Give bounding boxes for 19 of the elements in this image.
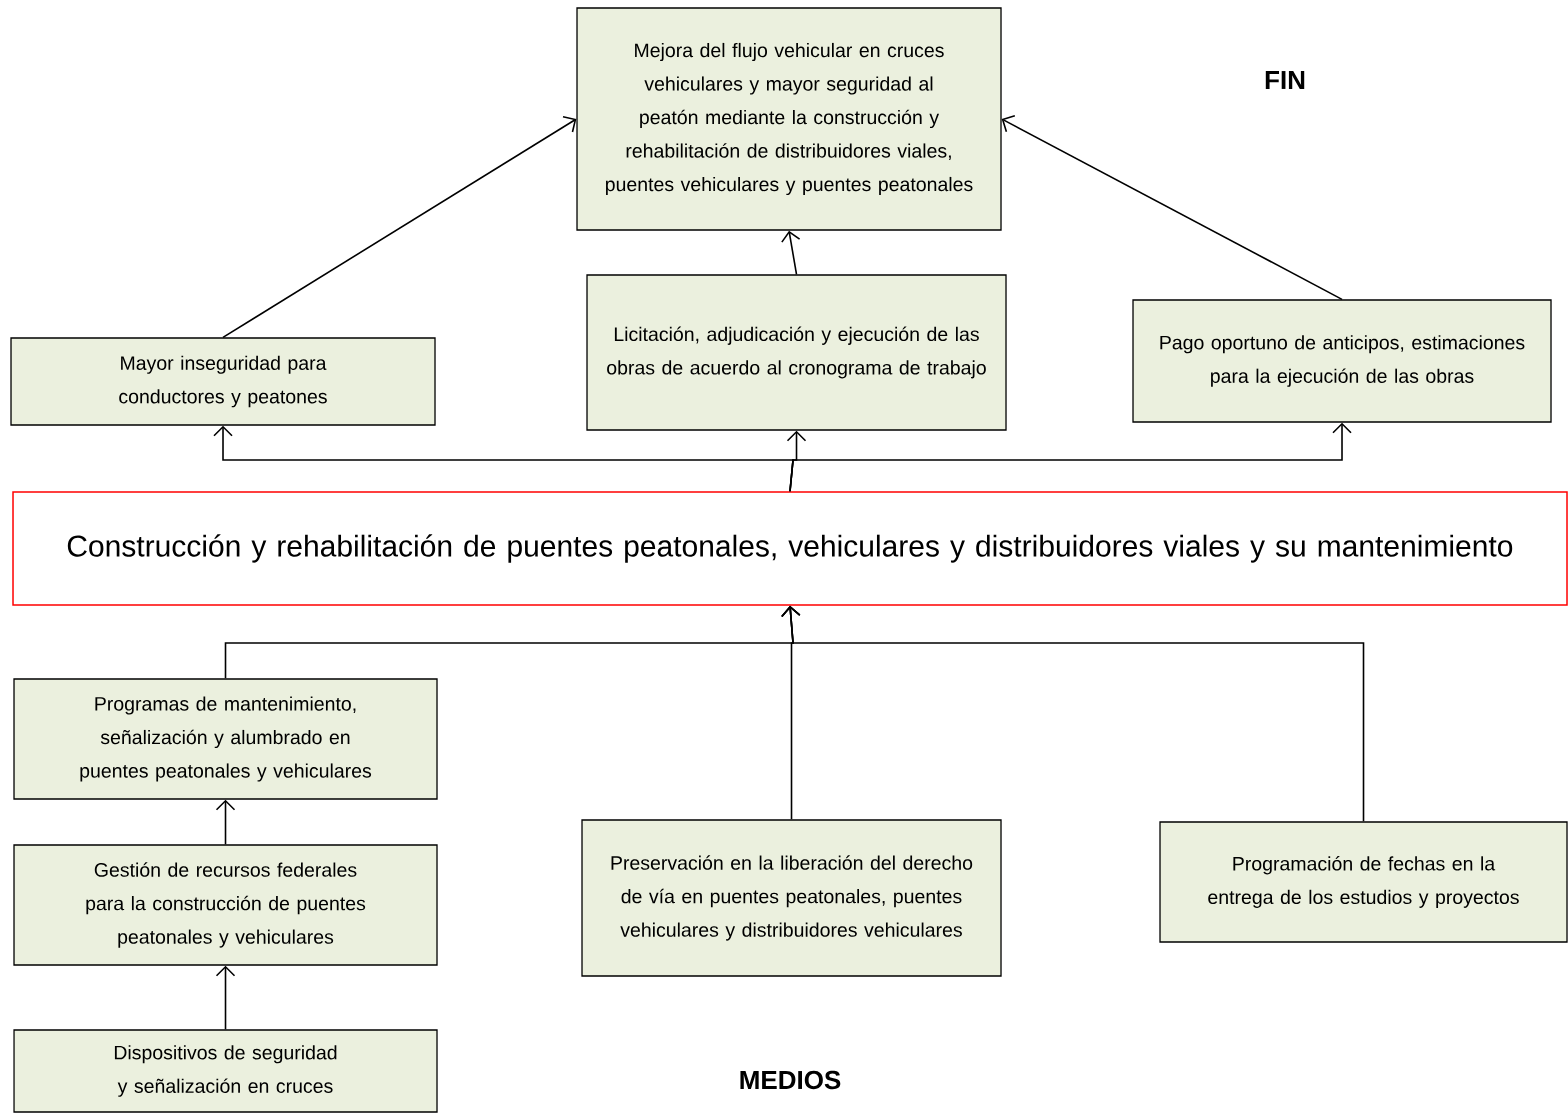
process-box: Programación de fechas en la entrega de los estudios y proyectos <box>1159 821 1568 943</box>
process-box: Gestión de recursos federales para la construcción de puentes peatonales y vehiculares <box>13 844 438 966</box>
arrow <box>222 115 577 339</box>
section-heading: MEDIOS <box>740 1070 841 1090</box>
arrow <box>215 799 236 846</box>
arrow <box>789 422 1352 493</box>
central-box: Construcción y rehabilitación de puentes peatonales, vehiculares y distribuidores viales y su mantenimiento <box>12 491 1568 606</box>
section-heading: FIN <box>1265 71 1305 89</box>
arrow <box>1001 115 1343 301</box>
process-box: Licitación, adjudicación y ejecución de las obras de acuerdo al cronograma de trabajo <box>586 274 1007 431</box>
process-box: Mayor inseguridad para conductores y peatones <box>10 337 436 426</box>
arrow <box>781 230 801 276</box>
process-box: Preservación en la liberación del derecho de vía en puentes peatonales, puentes vehiculares y distribuidores vehiculares <box>581 819 1002 977</box>
arrow <box>781 605 1365 823</box>
process-box: Programas de mantenimiento, señalización y alumbrado en puentes peatonales y vehiculares <box>13 678 438 800</box>
process-box: Mejora del flujo vehicular en cruces vehiculares y mayor seguridad al peatón mediante la construcción y rehabilitación de distribuidores viales, puentes vehiculares y puentes peatonales <box>576 7 1002 231</box>
process-box: Dispositivos de seguridad y señalización en cruces <box>13 1029 438 1113</box>
arrow <box>215 965 236 1031</box>
process-box: Pago oportuno de anticipos, estimaciones para la ejecución de las obras <box>1132 299 1552 423</box>
